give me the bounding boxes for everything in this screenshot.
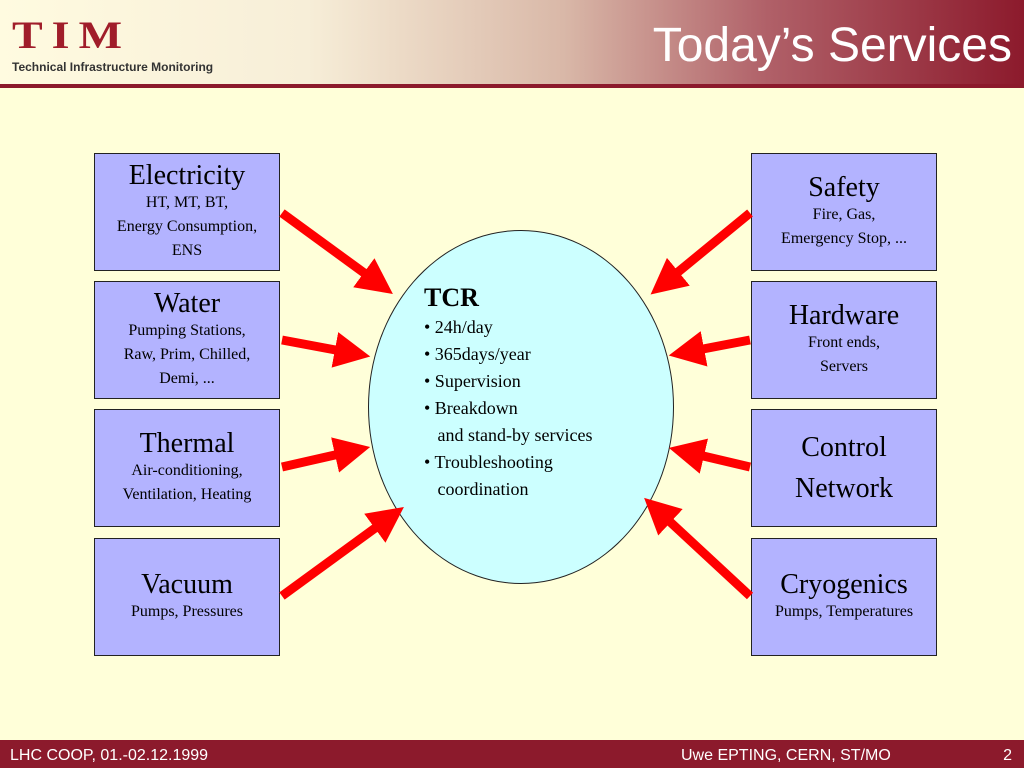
- tcr-content: TCR • 24h/day • 365days/year • Supervisi…: [424, 282, 592, 503]
- box-title: Safety: [808, 172, 880, 203]
- service-box-thermal: Thermal Air-conditioning, Ventilation, H…: [94, 409, 280, 527]
- tcr-item: • Breakdown: [424, 398, 518, 418]
- tcr-item: coordination: [424, 479, 529, 499]
- arrow-thermal: [281, 437, 371, 473]
- box-title: Hardware: [788, 300, 900, 331]
- box-subtitle: Pumping Stations, Raw, Prim, Chilled, De…: [123, 322, 251, 387]
- footer-author: Uwe EPTING, CERN, ST/MO: [681, 747, 891, 764]
- slide-header: [0, 0, 1024, 84]
- tcr-item: • Supervision: [424, 371, 521, 391]
- footer-event: LHC COOP, 01.-02.12.1999: [10, 747, 209, 764]
- slide-title: Today’s Services: [652, 19, 1012, 72]
- box-title: Electricity: [128, 160, 246, 191]
- service-box-electricity: Electricity HT, MT, BT, Energy Consumpti…: [94, 153, 280, 271]
- box-subtitle: Air-conditioning, Ventilation, Heating: [122, 462, 252, 503]
- box-title: Control Network: [795, 432, 893, 504]
- tim-logo: TIM Technical Infrastructure Monitoring: [12, 12, 217, 76]
- service-box-water: Water Pumping Stations, Raw, Prim, Chill…: [94, 281, 280, 399]
- box-subtitle: Fire, Gas, Emergency Stop, ...: [781, 206, 907, 247]
- box-title: Thermal: [139, 428, 235, 459]
- box-subtitle: Pumps, Temperatures: [774, 603, 914, 620]
- tcr-title: TCR: [424, 283, 479, 312]
- arrow-vacuum: [279, 507, 404, 600]
- footer-divider: [0, 740, 1024, 744]
- arrow-water: [281, 332, 371, 368]
- box-subtitle: HT, MT, BT, Energy Consumption, ENS: [116, 194, 258, 259]
- page-number: 2: [1003, 747, 1012, 764]
- service-box-safety: Safety Fire, Gas, Emergency Stop, ...: [751, 153, 937, 271]
- arrow-cryogenics: [644, 497, 754, 600]
- service-box-control-network: Control Network: [751, 409, 937, 527]
- tcr-item: • 365days/year: [424, 344, 531, 364]
- box-title: Water: [153, 288, 221, 319]
- tcr-item: • 24h/day: [424, 317, 493, 337]
- service-box-hardware: Hardware Front ends, Servers: [751, 281, 937, 399]
- service-box-cryogenics: Cryogenics Pumps, Temperatures: [751, 538, 937, 656]
- tcr-item: • Troubleshooting: [424, 452, 553, 472]
- arrow-electricity: [279, 209, 393, 294]
- logo-subtitle: Technical Infrastructure Monitoring: [12, 60, 214, 74]
- header-divider: [0, 84, 1024, 88]
- tcr-circle: [368, 230, 674, 584]
- arrow-control-network: [668, 438, 752, 474]
- box-subtitle: Pumps, Pressures: [130, 603, 243, 620]
- tcr-item: and stand-by services: [424, 425, 593, 445]
- arrow-safety: [650, 209, 753, 295]
- arrow-hardware: [668, 331, 751, 367]
- logo-text: TIM: [12, 12, 131, 57]
- service-box-vacuum: Vacuum Pumps, Pressures: [94, 538, 280, 656]
- box-title: Cryogenics: [780, 569, 908, 600]
- box-subtitle: Front ends, Servers: [808, 334, 880, 375]
- slide-footer: LHC COOP, 01.-02.12.1999 Uwe EPTING, CER…: [0, 744, 1024, 768]
- box-title: Vacuum: [141, 569, 233, 600]
